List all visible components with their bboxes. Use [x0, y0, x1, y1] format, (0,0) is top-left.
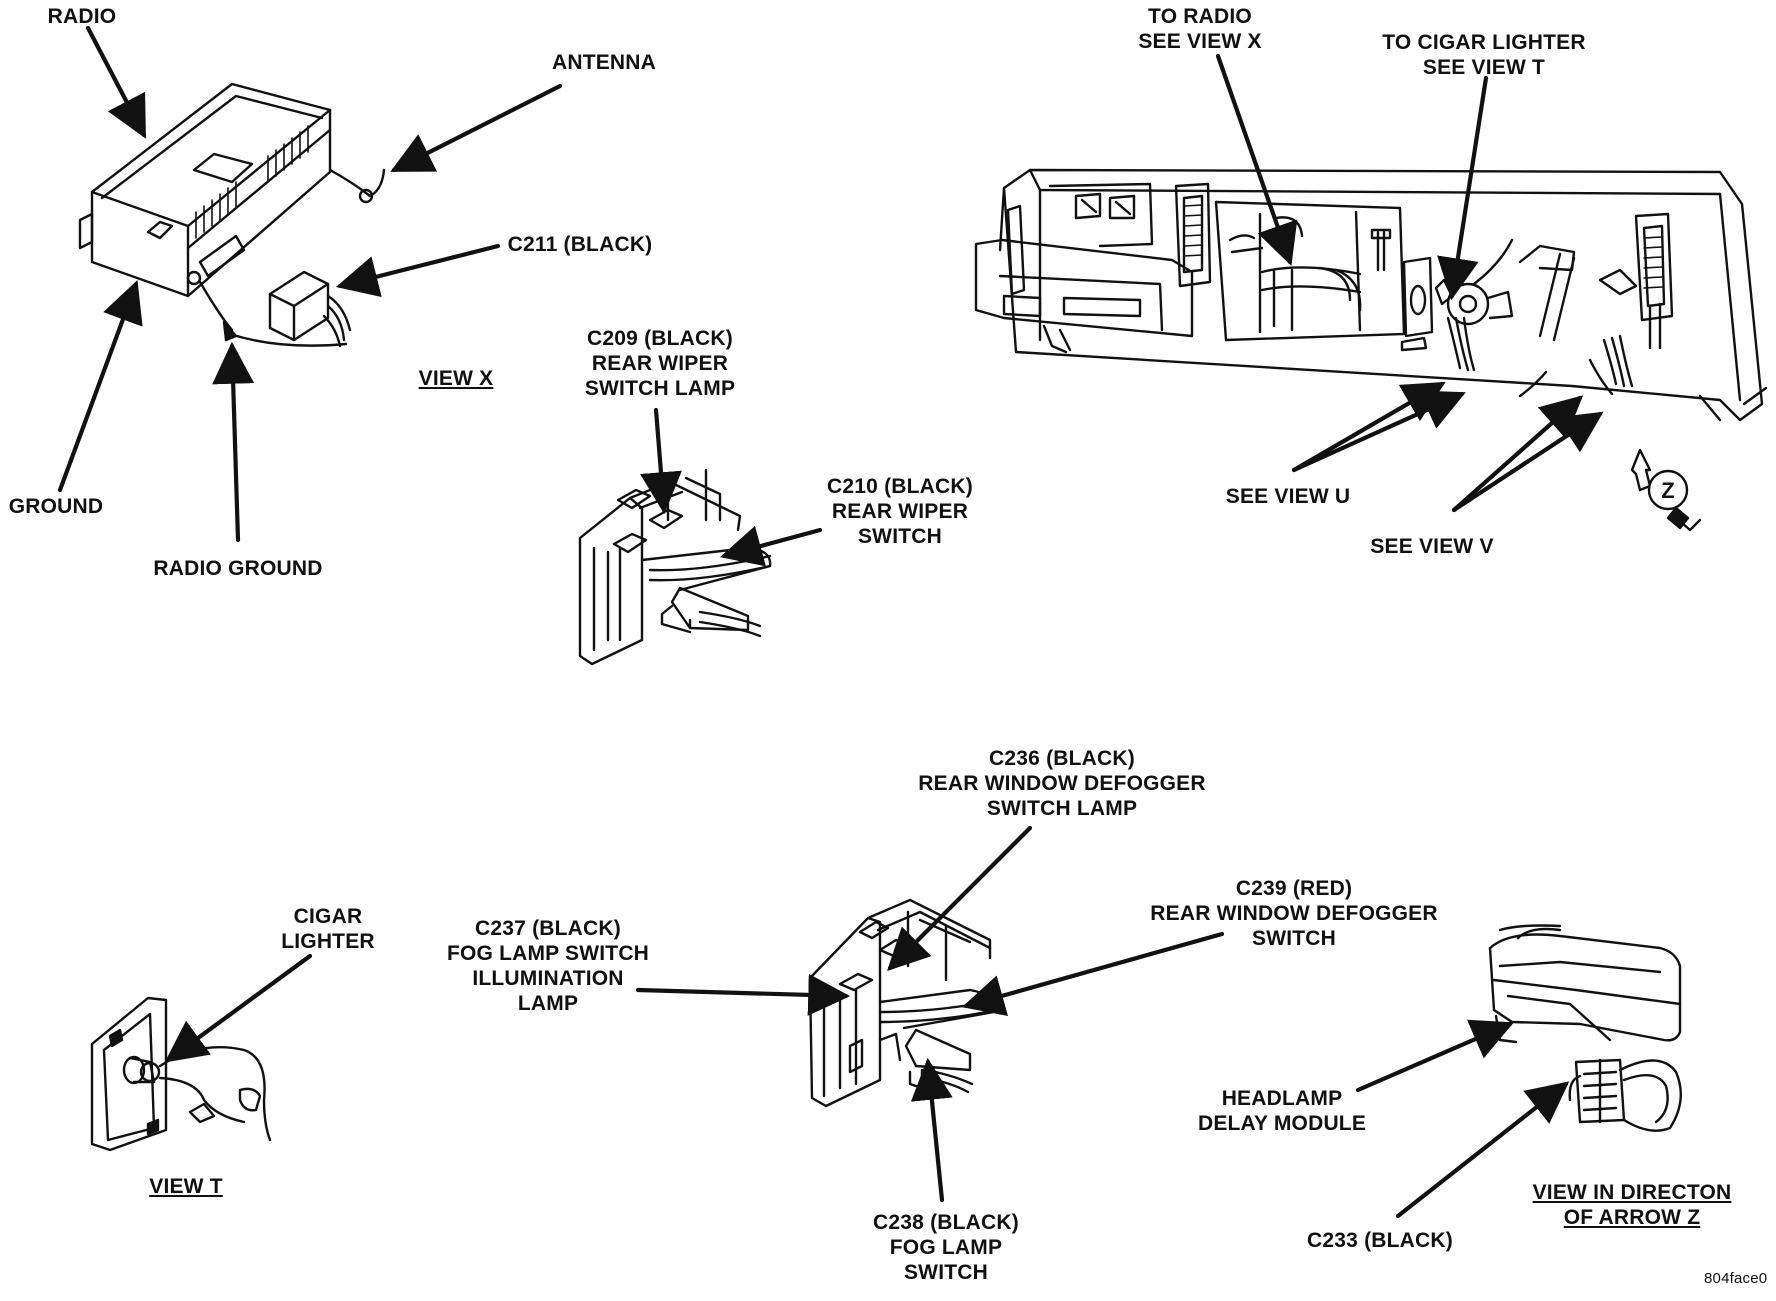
label-line: FOG LAMP: [889, 1236, 1003, 1259]
label-line: C236 (BLACK): [989, 747, 1135, 770]
label-cigar-lighter: CIGAR LIGHTER: [281, 904, 375, 954]
label-line: VIEW IN DIRECTON: [1532, 1181, 1732, 1204]
label-c209: C209 (BLACK) REAR WIPER SWITCH LAMP: [585, 326, 735, 401]
label-line: SWITCH LAMP: [584, 377, 736, 400]
arrow-z-symbol: [1630, 448, 1702, 532]
label-line: C237 (BLACK): [475, 917, 621, 940]
label-view-t: VIEW T: [149, 1174, 223, 1199]
label-to-radio: TO RADIO SEE VIEW X: [1138, 4, 1261, 54]
cigar-lighter-drawing: [90, 996, 272, 1152]
label-line: VIEW X: [418, 367, 494, 390]
label-view-in-direction-of-arrow-z: VIEW IN DIRECTON OF ARROW Z: [1533, 1180, 1732, 1230]
label-c237: C237 (BLACK) FOG LAMP SWITCH ILLUMINATIO…: [447, 916, 649, 1016]
radio-unit-drawing: [78, 82, 386, 348]
label-c238: C238 (BLACK) FOG LAMP SWITCH: [873, 1210, 1019, 1285]
label-line: C238 (BLACK): [873, 1211, 1019, 1234]
figure-reference-id: 804face0: [1704, 1266, 1767, 1291]
defogger-foglamp-switch-drawing: [808, 898, 998, 1108]
label-radio-ground: RADIO GROUND: [153, 556, 322, 581]
label-line: FOG LAMP SWITCH: [446, 942, 650, 965]
label-line: C209 (BLACK): [587, 327, 733, 350]
label-c236: C236 (BLACK) REAR WINDOW DEFOGGER SWITCH…: [918, 746, 1206, 821]
label-line: REAR WIPER: [591, 352, 729, 375]
label-line: SWITCH: [1251, 927, 1337, 950]
label-line: TO CIGAR LIGHTER: [1382, 31, 1586, 54]
label-see-view-u: SEE VIEW U: [1226, 484, 1351, 509]
label-line: DELAY MODULE: [1197, 1112, 1367, 1135]
label-line: SWITCH LAMP: [986, 797, 1138, 820]
label-line: ILLUMINATION: [472, 967, 624, 990]
label-line: C233 (BLACK): [1307, 1229, 1453, 1252]
rear-wiper-switch-drawing: [578, 468, 772, 666]
label-line: C211 (BLACK): [507, 233, 653, 256]
arrow-z-letter: Z: [1661, 478, 1674, 503]
label-line: GROUND: [8, 495, 104, 518]
label-line: REAR WIPER: [831, 500, 969, 523]
label-line: SEE VIEW V: [1370, 535, 1494, 558]
label-line: SEE VIEW T: [1422, 56, 1546, 79]
label-line: SWITCH: [903, 1261, 989, 1284]
label-c210: C210 (BLACK) REAR WIPER SWITCH: [827, 474, 973, 549]
label-line: SWITCH: [857, 525, 943, 548]
label-line: SEE VIEW U: [1225, 485, 1351, 508]
label-line: 804face0: [1704, 1270, 1768, 1287]
label-line: RADIO: [47, 5, 117, 28]
headlamp-delay-module-drawing: [1488, 924, 1682, 1132]
label-view-x: VIEW X: [419, 366, 494, 391]
label-c233: C233 (BLACK): [1307, 1228, 1453, 1253]
label-headlamp-delay-module: HEADLAMP DELAY MODULE: [1198, 1086, 1366, 1136]
label-ground: GROUND: [9, 494, 104, 519]
label-line: C239 (RED): [1235, 877, 1353, 900]
label-line: C210 (BLACK): [827, 475, 973, 498]
label-c239: C239 (RED) REAR WINDOW DEFOGGER SWITCH: [1150, 876, 1438, 951]
label-to-cigar-lighter: TO CIGAR LIGHTER SEE VIEW T: [1382, 30, 1585, 80]
label-line: LIGHTER: [281, 930, 375, 953]
label-line: SEE VIEW X: [1138, 30, 1262, 53]
label-line: HEADLAMP: [1221, 1087, 1343, 1110]
label-line: LAMP: [517, 992, 579, 1015]
label-antenna: ANTENNA: [552, 50, 656, 75]
label-c211: C211 (BLACK): [508, 232, 653, 257]
label-line: REAR WINDOW DEFOGGER: [1150, 902, 1438, 925]
label-line: VIEW T: [149, 1175, 223, 1198]
instrument-panel-drawing: [974, 168, 1768, 422]
label-see-view-v: SEE VIEW V: [1370, 534, 1493, 559]
label-line: REAR WINDOW DEFOGGER: [918, 772, 1206, 795]
label-line: ANTENNA: [551, 51, 657, 74]
label-line: TO RADIO: [1148, 5, 1252, 28]
label-line: CIGAR: [293, 905, 363, 928]
label-line: OF ARROW Z: [1563, 1206, 1701, 1229]
label-line: RADIO GROUND: [153, 557, 323, 580]
leader-lines: [57, 25, 1604, 1219]
label-radio: RADIO: [48, 4, 117, 29]
